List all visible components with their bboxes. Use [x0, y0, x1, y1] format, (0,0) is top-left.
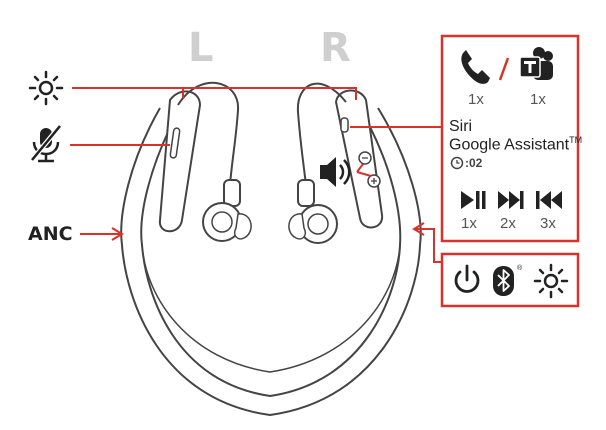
trademark-mark: TM — [569, 135, 583, 145]
left-side-letter: L — [188, 25, 214, 71]
call-separator-slash — [498, 57, 510, 81]
right-cable — [296, 82, 347, 186]
teams-icon — [519, 47, 553, 80]
play-pause-count: 1x — [461, 215, 477, 232]
voice-assistant-google: Google AssistantTM — [449, 136, 582, 153]
right-control-module — [334, 89, 384, 229]
volume-icon — [320, 157, 351, 187]
neckband-back — [141, 244, 401, 373]
left-control-module — [158, 90, 202, 233]
left-earbud — [202, 179, 252, 242]
phone-count: 1x — [468, 91, 484, 108]
play-pause-icon — [461, 191, 486, 209]
power-callout-box — [440, 252, 580, 308]
right-callout-box — [440, 34, 580, 243]
bluetooth-icon — [493, 266, 514, 296]
next-track-count: 2x — [500, 215, 516, 232]
right-earbud — [288, 179, 338, 244]
neckband-inner — [140, 111, 402, 398]
callout-power — [414, 228, 442, 263]
right-side-letter: R — [320, 25, 351, 71]
clock-icon — [450, 156, 464, 170]
callout-lines — [70, 87, 442, 263]
left-cable — [177, 81, 240, 186]
voice-assistant-siri: Siri — [449, 118, 473, 135]
phone-icon — [461, 50, 490, 84]
hold-timer: :02 — [465, 156, 483, 170]
callout-light — [72, 87, 357, 100]
light-icon — [28, 70, 64, 106]
mute-icon — [30, 124, 62, 163]
bluetooth-registered-mark: ® — [517, 265, 523, 272]
previous-track-icon — [536, 191, 562, 209]
teams-count: 1x — [530, 91, 546, 108]
anc-label: ANC — [28, 223, 73, 245]
power-icon — [454, 264, 480, 293]
light-icon — [533, 263, 569, 299]
previous-track-count: 3x — [540, 215, 556, 232]
next-track-icon — [498, 191, 524, 209]
callout-volume — [356, 163, 364, 173]
voice-assistant-google-text: Google Assistant — [449, 136, 570, 154]
neckband-outline — [120, 107, 422, 417]
